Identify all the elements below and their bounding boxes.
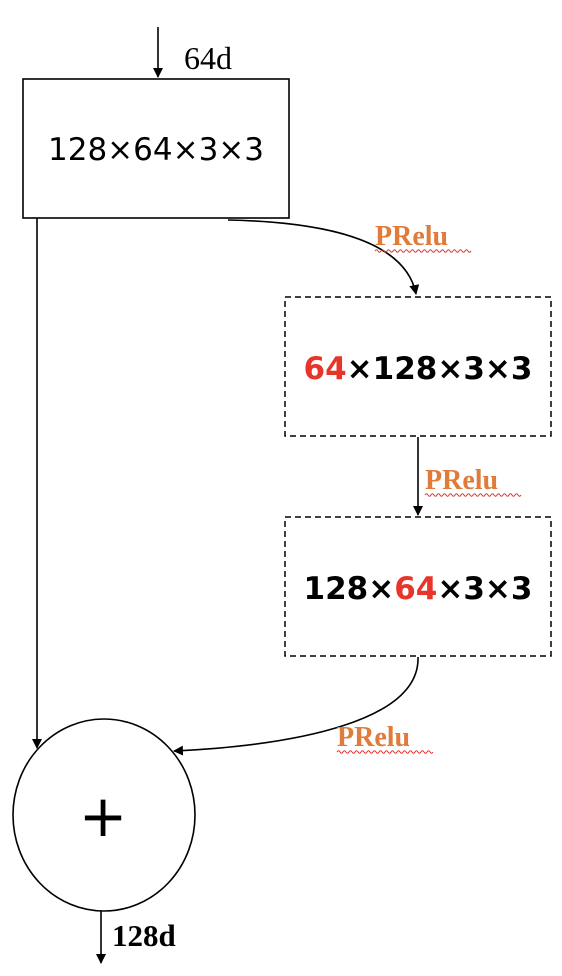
activation-label-1: PRelu [375,221,448,252]
conv-box-3-highlight: 64 [394,571,437,607]
spellcheck-underline-1 [374,249,472,253]
output-dim-label: 128d [112,918,176,953]
conv-box-2 [284,296,552,437]
conv-box-3 [284,516,552,657]
conv-box-1-label: 128×64×3×3 [48,132,264,168]
conv-box-3-label: 128×64×3×3 [304,571,533,607]
conv-box-3-prefix: 128× [304,571,395,607]
conv-box-2-label: 64×128×3×3 [304,351,533,387]
conv-box-2-rest: ×128×3×3 [347,351,533,387]
spellcheck-underline-3 [336,750,434,754]
conv-box-1 [22,78,290,219]
sum-node [12,718,196,912]
activation-label-3: PRelu [337,722,410,753]
arrow-box3-to-sum [173,656,419,756]
spellcheck-underline-2 [424,493,522,497]
conv-box-2-highlight: 64 [304,351,347,387]
arrow-box1-to-box2 [227,219,420,295]
conv-box-3-suffix: ×3×3 [437,571,532,607]
activation-label-2: PRelu [425,465,498,496]
input-dim-label: 64d [184,40,232,76]
sum-symbol: + [79,782,128,850]
